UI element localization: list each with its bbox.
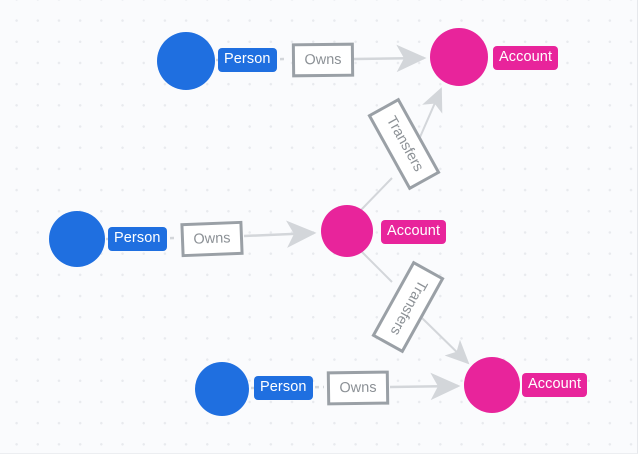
edge-label-text: Owns: [193, 230, 231, 248]
edge-label-text: Owns: [304, 51, 342, 68]
node-label-account-1[interactable]: Account: [493, 46, 559, 70]
edge-label-transfers-2[interactable]: Transfers: [371, 260, 445, 354]
edge-label-transfers-1[interactable]: Transfers: [367, 97, 441, 191]
edge-label-owns-1[interactable]: Owns: [291, 42, 355, 78]
node-person-1[interactable]: [157, 32, 215, 90]
node-account-3[interactable]: [464, 357, 520, 413]
edge-label-owns-3[interactable]: Owns: [326, 370, 390, 406]
edge-label-text: Owns: [339, 379, 377, 397]
edge-label-text: Transfers: [382, 113, 426, 175]
node-account-2[interactable]: [321, 205, 373, 257]
edge-label-owns-2[interactable]: Owns: [180, 220, 244, 258]
node-label-account-2[interactable]: Account: [381, 220, 447, 244]
node-person-3[interactable]: [195, 362, 249, 416]
node-account-1[interactable]: [430, 28, 488, 86]
node-label-text: Account: [528, 376, 582, 392]
node-person-2[interactable]: [49, 211, 105, 267]
node-label-person-2[interactable]: Person: [108, 227, 167, 251]
node-label-text: Account: [499, 49, 553, 65]
node-label-text: Person: [260, 379, 307, 395]
node-label-account-3[interactable]: Account: [522, 373, 588, 397]
node-label-text: Person: [114, 230, 161, 246]
node-label-person-1[interactable]: Person: [218, 48, 277, 72]
node-label-text: Account: [387, 223, 441, 239]
edge-label-text: Transfers: [386, 276, 430, 338]
node-label-person-3[interactable]: Person: [254, 376, 313, 400]
node-label-text: Person: [224, 51, 271, 67]
